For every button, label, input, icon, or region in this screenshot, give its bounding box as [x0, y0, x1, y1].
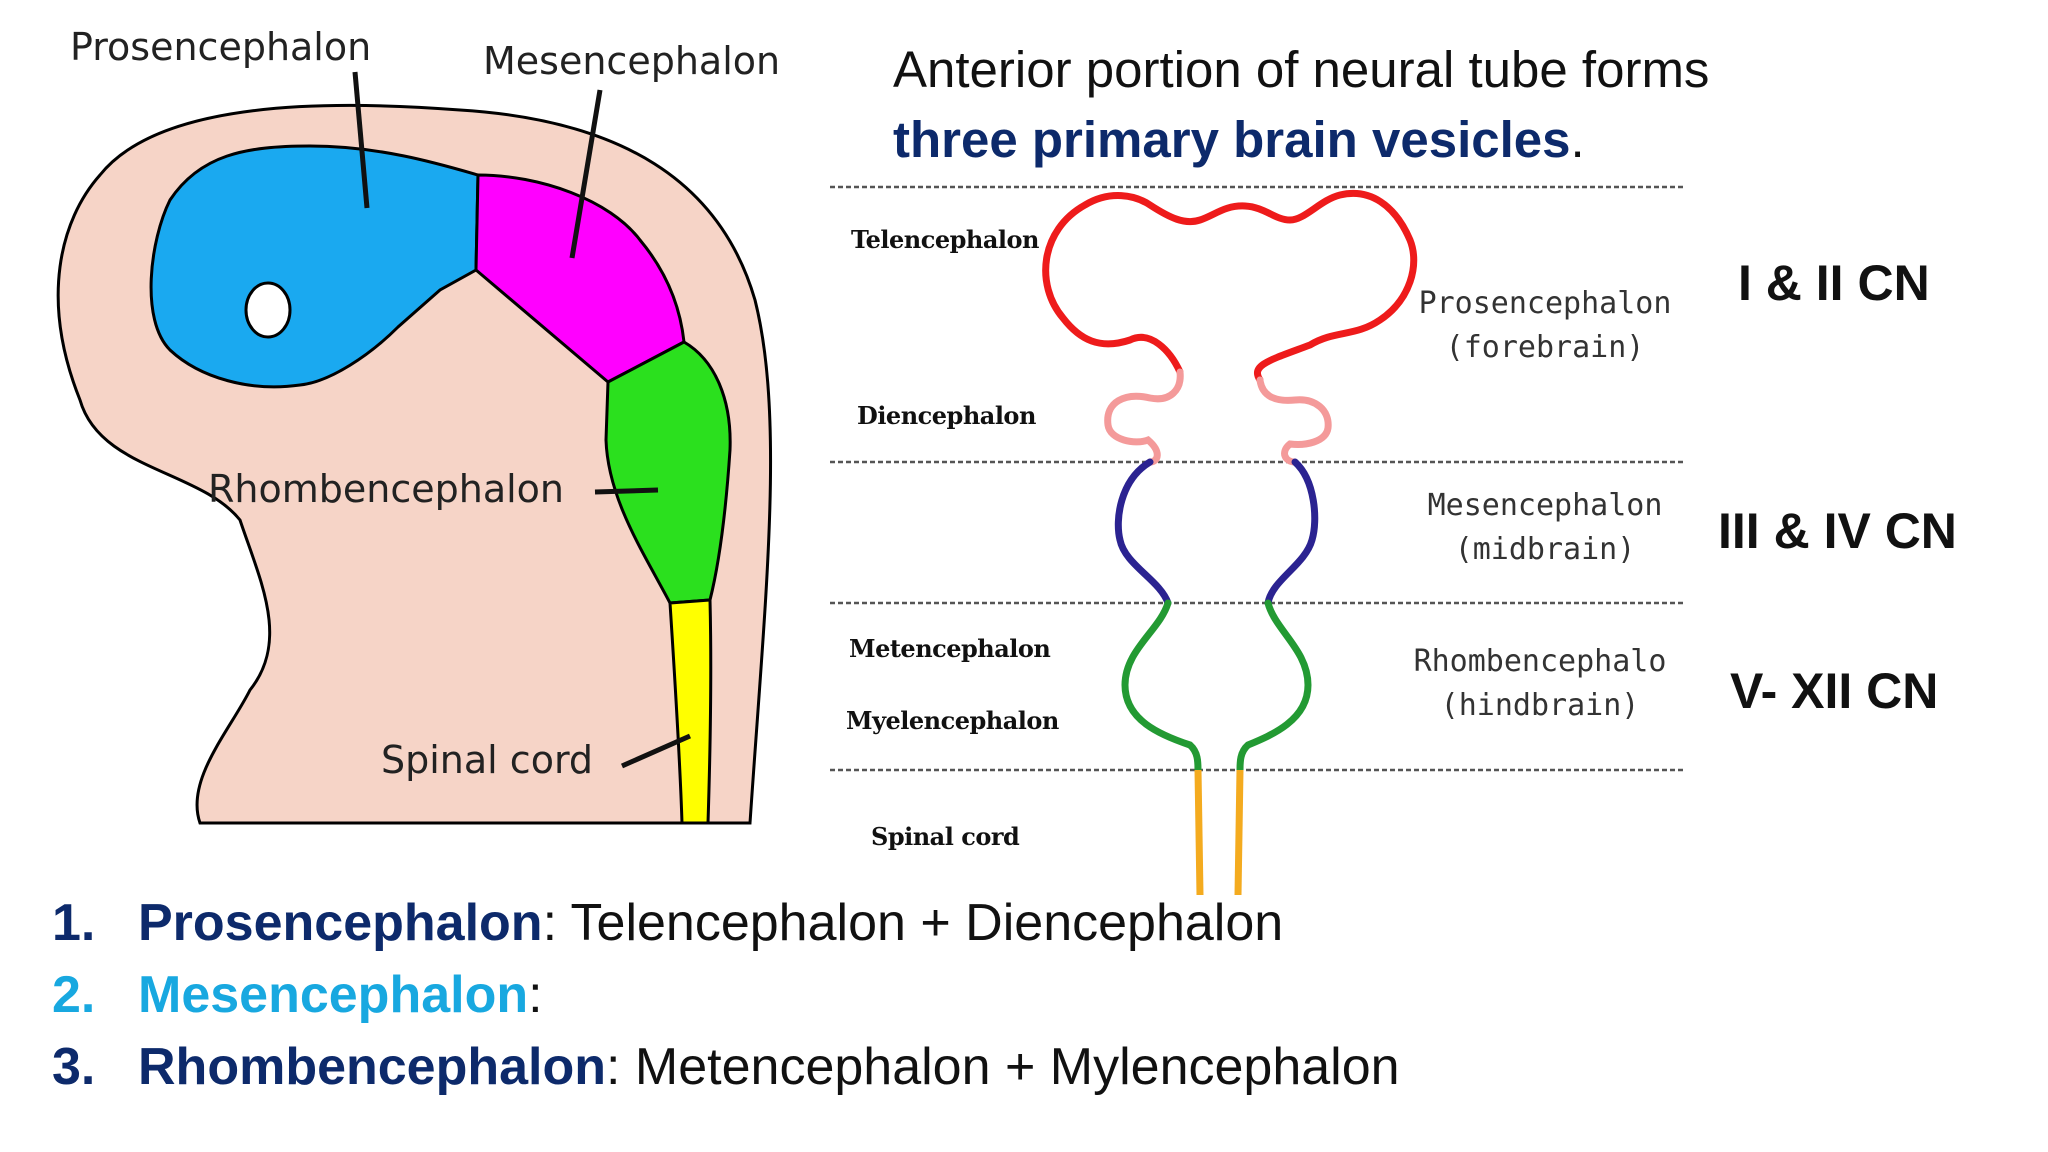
- list-number: 3.: [52, 1038, 96, 1096]
- list-term: Mesencephalon: [138, 966, 529, 1024]
- intro-line-2: three primary brain vesicles.: [893, 105, 1709, 175]
- label-prosencephalon-group: Prosencephalon (forebrain): [1410, 282, 1680, 370]
- embryo-label-mesencephalon: Mesencephalon: [483, 39, 781, 83]
- list-item: 1. Prosencephalon: Telencephalon + Dience…: [52, 887, 1400, 959]
- embryo-brain-figure: [56, 71, 773, 825]
- cn-label-rhombencephalon: V- XII CN: [1730, 663, 1939, 719]
- list-desc: : Telencephalon + Diencephalon: [542, 894, 1284, 952]
- rhombencephalon-curve-right: [1236, 599, 1312, 774]
- mesencephalon-curve-left: [1114, 458, 1172, 607]
- telencephalon-curve: [1042, 190, 1418, 384]
- list-item: 2. Mesencephalon:: [52, 959, 1400, 1031]
- list-item: 3. Rhombencephalon: Metencephalon + Mylen…: [52, 1031, 1400, 1103]
- intro-text: Anterior portion of neural tube forms th…: [893, 35, 1709, 175]
- intro-emphasis: three primary brain vesicles: [893, 111, 1571, 168]
- cn-label-mesencephalon: III & IV CN: [1718, 503, 1957, 559]
- embryo-label-rhombencephalon: Rhombencephalon: [208, 467, 564, 511]
- list-desc: : Metencephalon + Mylencephalon: [606, 1038, 1400, 1096]
- intro-line-1: Anterior portion of neural tube forms: [893, 41, 1710, 98]
- label-telencephalon: Telencephalon: [851, 225, 1039, 254]
- label-diencephalon: Diencephalon: [857, 401, 1036, 430]
- embryo-prosencephalon-region: [149, 144, 480, 389]
- pointer-mesencephalon: [569, 89, 603, 259]
- embryo-rhombencephalon-region: [604, 340, 732, 605]
- vesicle-list: 1. Prosencephalon: Telencephalon + Dience…: [52, 887, 1400, 1103]
- list-term: Prosencephalon: [138, 894, 543, 952]
- label-rhombencephalo: Rhombencephalo: [1413, 644, 1667, 679]
- embryo-label-spinal-cord: Spinal cord: [381, 738, 594, 782]
- diencephalon-curve-left: [1104, 368, 1184, 466]
- label-spinal-cord: Spinal cord: [871, 822, 1020, 851]
- list-term: Rhombencephalon: [138, 1038, 607, 1096]
- vesicle-diagram: [830, 185, 1685, 896]
- pointer-spinal-cord: [620, 733, 692, 769]
- spinal-curve-left: [1194, 769, 1204, 896]
- embryo-mesencephalon-region: [474, 173, 686, 384]
- label-hindbrain: (hindbrain): [1440, 688, 1640, 723]
- label-midbrain: (midbrain): [1454, 532, 1636, 567]
- list-number: 1.: [52, 894, 96, 952]
- pointer-rhombencephalon: [594, 487, 659, 495]
- embryo-label-prosencephalon: Prosencephalon: [70, 25, 372, 69]
- label-mesencephalon-group: Mesencephalon (midbrain): [1410, 484, 1680, 572]
- label-prosencephalon: Prosencephalon: [1418, 286, 1672, 321]
- list-number: 2.: [52, 966, 96, 1024]
- label-metencephalon: Metencephalon: [849, 634, 1051, 663]
- label-myelencephalon: Myelencephalon: [846, 706, 1059, 735]
- intro-end: .: [1570, 111, 1585, 168]
- label-forebrain: (forebrain): [1445, 330, 1645, 365]
- label-rhombencephalon-group: Rhombencephalo (hindbrain): [1400, 640, 1680, 728]
- embryo-spinal-cord-region: [668, 598, 713, 825]
- mesencephalon-curve-right: [1264, 458, 1319, 607]
- label-mesencephalon: Mesencephalon: [1427, 488, 1663, 523]
- embryo-lumen-hole: [244, 281, 292, 339]
- list-desc: :: [528, 966, 543, 1024]
- pointer-prosencephalon: [352, 71, 370, 209]
- diencephalon-curve-right: [1256, 376, 1332, 466]
- cn-label-prosencephalon: I & II CN: [1738, 255, 1930, 311]
- spinal-curve-right: [1234, 769, 1244, 896]
- rhombencephalon-curve-left: [1121, 599, 1202, 774]
